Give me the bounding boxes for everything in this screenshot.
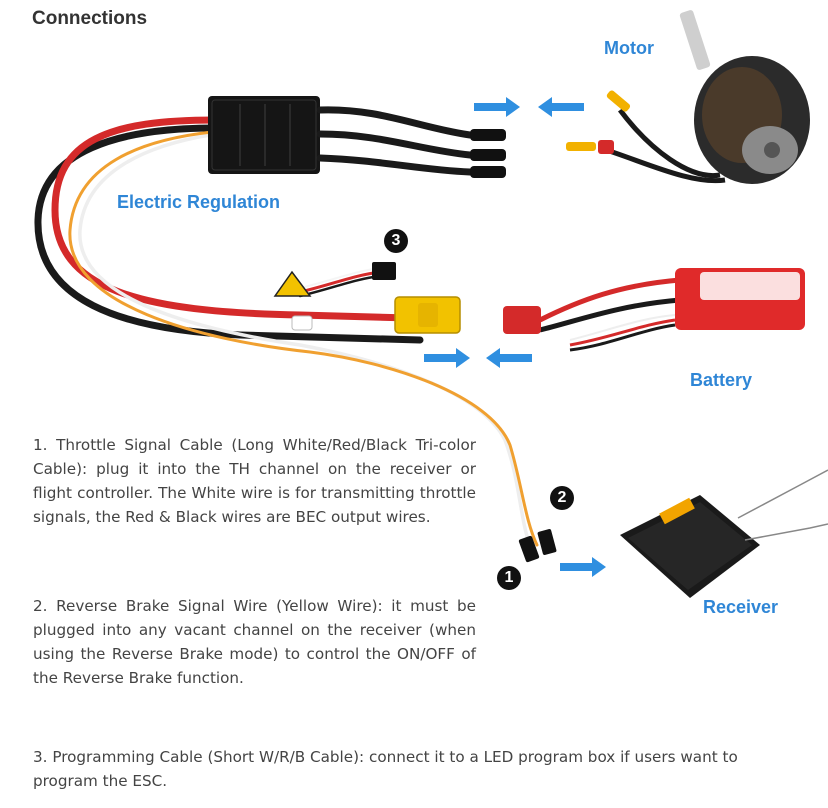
arrow-battery-left (424, 348, 470, 368)
arrow-motor-left (474, 97, 520, 117)
signal-white-wire (78, 133, 532, 547)
battery-image (503, 268, 805, 352)
esc-red-wire-loop (51, 116, 414, 322)
step-1-badge: 1 (497, 566, 521, 590)
throttle-cable-description: 1. Throttle Signal Cable (Long White/Red… (33, 436, 476, 526)
esc-black-wire-loop (34, 124, 424, 344)
arrow-receiver (560, 557, 606, 577)
receiver-label: Receiver (703, 597, 779, 617)
step-3-badge: 3 (384, 229, 408, 253)
battery-label: Battery (690, 370, 753, 390)
receiver-image (620, 469, 828, 598)
warning-label-icon (273, 270, 313, 331)
step-2-badge: 2 (550, 486, 574, 510)
programming-cable (298, 270, 382, 294)
arrow-motor-right (538, 97, 584, 117)
esc-label: Electric Regulation (117, 192, 281, 212)
programming-connector (372, 262, 396, 280)
signal-orange-wire (68, 130, 539, 547)
page-title: Connections (32, 8, 148, 29)
motor-image (566, 10, 810, 184)
reverse-brake-description: 2. Reverse Brake Signal Wire (Yellow Wir… (33, 597, 476, 687)
esc-motor-leads (316, 106, 506, 178)
esc-body (208, 96, 320, 174)
motor-label: Motor (604, 38, 654, 58)
xt60-connector-esc (394, 296, 461, 334)
receiver-plugs (518, 529, 557, 563)
arrow-battery-right (486, 348, 532, 368)
programming-cable-description: 3. Programming Cable (Short W/R/B Cable)… (33, 748, 738, 790)
